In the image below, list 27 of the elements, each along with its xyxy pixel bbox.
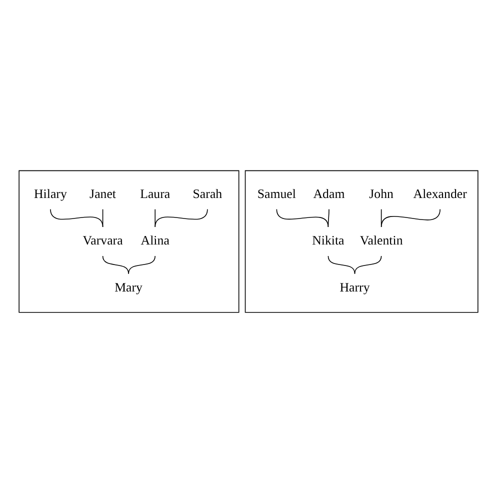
node-text: Mary	[114, 280, 142, 294]
connector	[102, 255, 129, 274]
node-text: Alexander	[413, 186, 467, 200]
cluster	[244, 170, 478, 312]
connector	[276, 208, 329, 227]
node-text: Alina	[140, 233, 170, 248]
node-text: Laura	[140, 186, 170, 200]
node-text: Valentin	[360, 233, 403, 248]
node-text: Janet	[90, 186, 116, 200]
node-text: Samuel	[257, 186, 296, 200]
cluster	[18, 170, 240, 312]
node-text: John	[369, 186, 394, 200]
node-text: Sarah	[192, 186, 222, 200]
connector	[154, 208, 208, 227]
node-text: Varvara	[82, 233, 123, 248]
connector	[354, 255, 382, 274]
connector	[154, 208, 156, 227]
node-text: Adam	[313, 186, 345, 200]
connector	[50, 208, 104, 227]
connector	[328, 255, 356, 274]
connector	[128, 255, 156, 274]
connector	[328, 208, 330, 227]
node-text: Nikita	[312, 233, 344, 248]
connector	[380, 208, 440, 227]
node-text: Harry	[340, 280, 370, 294]
connector	[380, 208, 382, 227]
node-text: Hilary	[34, 186, 67, 200]
